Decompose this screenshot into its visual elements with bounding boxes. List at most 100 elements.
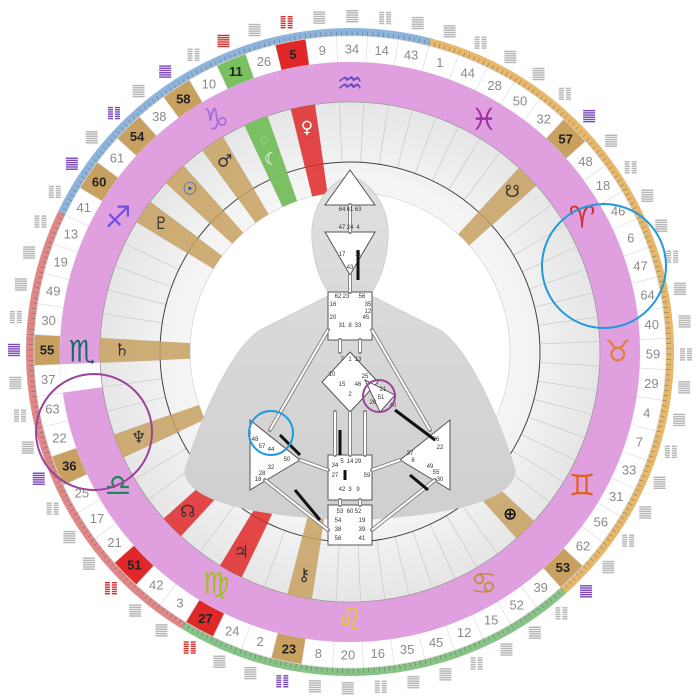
ring-tick	[505, 72, 508, 77]
ring-tick	[664, 384, 670, 386]
hexagram-icon	[341, 681, 354, 695]
bodygraph-gate-label: 12	[365, 309, 372, 315]
spoke	[512, 450, 564, 483]
spoke	[115, 265, 172, 288]
bodygraph-gate-label: 55	[433, 470, 440, 476]
spoke	[528, 416, 585, 439]
bodygraph-gate-label: 13	[355, 357, 362, 363]
spleen-gate-highlight	[248, 410, 294, 456]
spoke	[534, 292, 593, 308]
gate-number: 24	[225, 624, 239, 639]
hexagram-icon	[159, 65, 172, 78]
ring-tick	[611, 529, 616, 533]
bodygraph-gate-label: 18	[255, 477, 262, 483]
ring-tick	[656, 275, 662, 278]
ring-tick	[269, 657, 272, 663]
ring-tick	[182, 78, 186, 83]
bodygraph-gate-label: 46	[355, 382, 362, 388]
ring-tick	[182, 621, 186, 627]
ring-tick	[661, 296, 667, 298]
bodygraph-gate-label: 43	[347, 265, 354, 271]
bodygraph-gate-label: 2	[348, 392, 352, 398]
ring-tick	[602, 541, 607, 546]
ring-tick	[215, 638, 218, 644]
ring-tick	[414, 661, 416, 667]
gate-number: 55	[40, 343, 54, 358]
ring-tick	[627, 197, 632, 201]
hexagram-icon	[21, 441, 34, 454]
ring-tick	[496, 631, 500, 637]
ring-tick	[65, 203, 70, 207]
ring-tick	[548, 597, 553, 602]
ring-tick	[136, 588, 141, 593]
bodygraph-gate-label: 8	[348, 323, 352, 329]
gate-number: 59	[646, 346, 660, 361]
hexagram-icon	[411, 16, 424, 30]
planet-ray	[165, 165, 244, 244]
planet-ray	[458, 167, 537, 246]
ring-tick	[135, 112, 140, 117]
ring-tick	[56, 480, 62, 483]
ring-tick	[139, 109, 144, 114]
ring-tick	[518, 80, 522, 85]
ring-tick	[93, 158, 98, 163]
bodygraph-gate-label: 3	[348, 487, 352, 493]
spoke	[522, 246, 577, 273]
hexagram-icon	[664, 445, 677, 459]
ring-tick	[483, 638, 486, 644]
libra-icon: ♎	[104, 469, 131, 504]
hexagram-icon	[155, 624, 168, 637]
hexagram-icon	[673, 282, 686, 296]
ring-tick	[634, 488, 640, 492]
ring-tick	[75, 184, 81, 188]
ring-tick	[387, 33, 390, 39]
bodygraph-gate-label: 50	[284, 457, 291, 463]
ring-tick	[278, 38, 281, 44]
ring-tick	[646, 240, 652, 243]
bodygraph-gate-label: 45	[363, 315, 370, 321]
ring-tick	[514, 77, 518, 83]
bodygraph-gate-label: 11	[355, 252, 362, 258]
ring-tick	[559, 111, 564, 116]
spoke	[134, 448, 187, 480]
spoke	[360, 102, 365, 163]
bodygraph-gate-label: 21	[380, 387, 387, 393]
ring-tick	[424, 658, 427, 664]
ring-tick	[394, 664, 396, 670]
ring-tick	[34, 292, 40, 294]
ring-tick	[52, 231, 57, 235]
active-channel	[409, 473, 429, 492]
ring-tick	[61, 489, 66, 493]
planet-ray	[202, 136, 269, 223]
ring-tick	[532, 609, 536, 615]
ring-tick	[168, 86, 173, 92]
spoke	[521, 434, 576, 461]
ring-tick	[434, 656, 437, 662]
ring-tick	[67, 198, 73, 202]
ring-tick	[581, 133, 586, 138]
ring-tick	[258, 44, 261, 50]
ring-tick	[284, 37, 286, 43]
spoke	[357, 541, 361, 602]
spoke	[397, 109, 413, 169]
ring-tick	[659, 415, 665, 417]
ring-tick	[161, 607, 165, 612]
ring-tick	[552, 594, 557, 599]
ring-tick	[601, 158, 607, 162]
aquarius-icon: ♒	[337, 67, 364, 102]
ring-tick	[648, 245, 654, 248]
spoke	[414, 117, 437, 174]
channel-inner	[264, 479, 329, 531]
ring-tick	[41, 261, 47, 264]
hexagram-icon	[474, 36, 487, 49]
spoke	[539, 341, 600, 345]
bodygraph-gate-label: 47	[339, 225, 346, 231]
bodygraph-gate-label: 40	[390, 403, 397, 409]
bodygraph-gate-label: 26	[370, 400, 377, 406]
bodygraph-gate-label: 27	[332, 473, 339, 479]
ring-tick	[125, 577, 129, 582]
bodygraph-gate-label: 49	[427, 464, 434, 470]
ring-tick	[84, 171, 89, 175]
gate-number: 54	[130, 129, 145, 144]
